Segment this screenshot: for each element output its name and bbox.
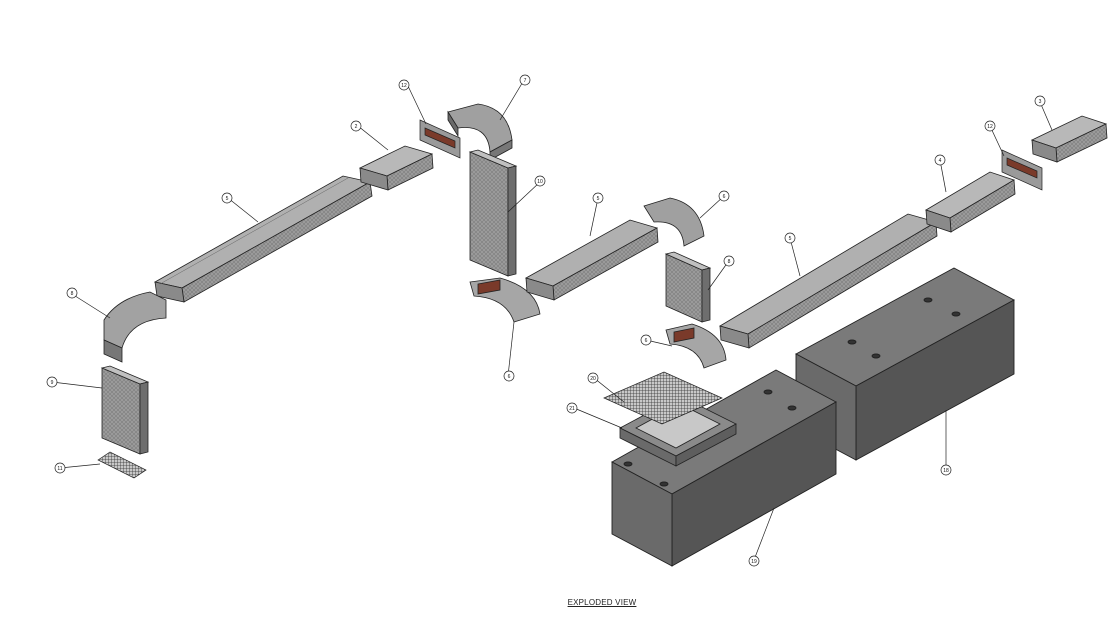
straight-section-3 (1030, 115, 1108, 163)
straight-section-2 (358, 145, 434, 191)
connector-plate-12-left (419, 119, 461, 159)
balloon-label: 8 (71, 291, 74, 297)
vertical-riser-10 (468, 149, 518, 277)
vertical-section-9 (100, 365, 150, 455)
balloon-label: 5 (226, 196, 229, 202)
balloon-9: 9 (46, 376, 58, 388)
balloon-19: 19 (748, 555, 760, 567)
straight-section-4 (925, 171, 1016, 233)
balloon-6-center: 6 (503, 370, 515, 382)
balloon-5-center: 5 (592, 192, 604, 204)
trough-section-5-left (153, 175, 373, 303)
balloon-18: 18 (940, 464, 952, 476)
balloon-label: 10 (537, 179, 543, 185)
balloon-11: 11 (54, 462, 66, 474)
trough-section-5-center (524, 219, 659, 301)
balloon-21: 21 (566, 402, 578, 414)
balloon-20: 20 (587, 372, 599, 384)
balloon-7: 7 (519, 74, 531, 86)
balloon-label: 5 (789, 236, 792, 242)
elbow-fitting-7 (447, 103, 513, 161)
balloon-8-left: 8 (66, 287, 78, 299)
balloon-label: 12 (401, 83, 407, 89)
elbow-fitting-6-upper (643, 197, 705, 247)
balloon-label: 3 (1039, 99, 1042, 105)
balloon-label: 2 (355, 124, 358, 130)
balloon-2: 2 (350, 120, 362, 132)
frame-21 (619, 395, 737, 467)
balloon-5-right: 5 (784, 232, 796, 244)
view-title: EXPLODED VIEW (567, 598, 637, 607)
trough-section-5-right (718, 213, 938, 349)
balloon-label: 11 (57, 466, 62, 472)
vertical-section-8 (664, 251, 712, 323)
balloon-6-upper: 6 (718, 190, 730, 202)
balloon-5-left: 5 (221, 192, 233, 204)
balloon-12-left: 12 (398, 79, 410, 91)
balloon-label: 9 (51, 380, 54, 386)
bend-fitting-6-lower (665, 323, 727, 369)
balloon-8-right: 8 (723, 255, 735, 267)
balloon-label: 6 (645, 338, 648, 344)
balloon-label: 20 (590, 376, 596, 382)
balloon-6-lower: 6 (640, 334, 652, 346)
balloon-label: 19 (751, 559, 757, 565)
leader-lines (51, 79, 1053, 561)
balloon-label: 8 (728, 259, 731, 265)
balloon-4: 4 (934, 154, 946, 166)
grate-cover-20 (603, 371, 723, 425)
base-plate-11 (97, 451, 147, 479)
connector-plate-12-right (1001, 149, 1043, 191)
balloon-3: 3 (1034, 95, 1046, 107)
balloon-label: 6 (723, 194, 726, 200)
balloon-label: 7 (524, 78, 527, 84)
balloon-label: 6 (508, 374, 511, 380)
balloon-label: 18 (943, 468, 949, 474)
balloon-label: 5 (597, 196, 600, 202)
elbow-fitting-8-left (103, 291, 167, 363)
balloon-12-right: 12 (984, 120, 996, 132)
balloon-10: 10 (534, 175, 546, 187)
balloon-label: 4 (939, 158, 942, 164)
bend-fitting-6-center (469, 277, 541, 323)
balloon-label: 12 (987, 124, 993, 130)
balloon-label: 21 (569, 406, 575, 412)
